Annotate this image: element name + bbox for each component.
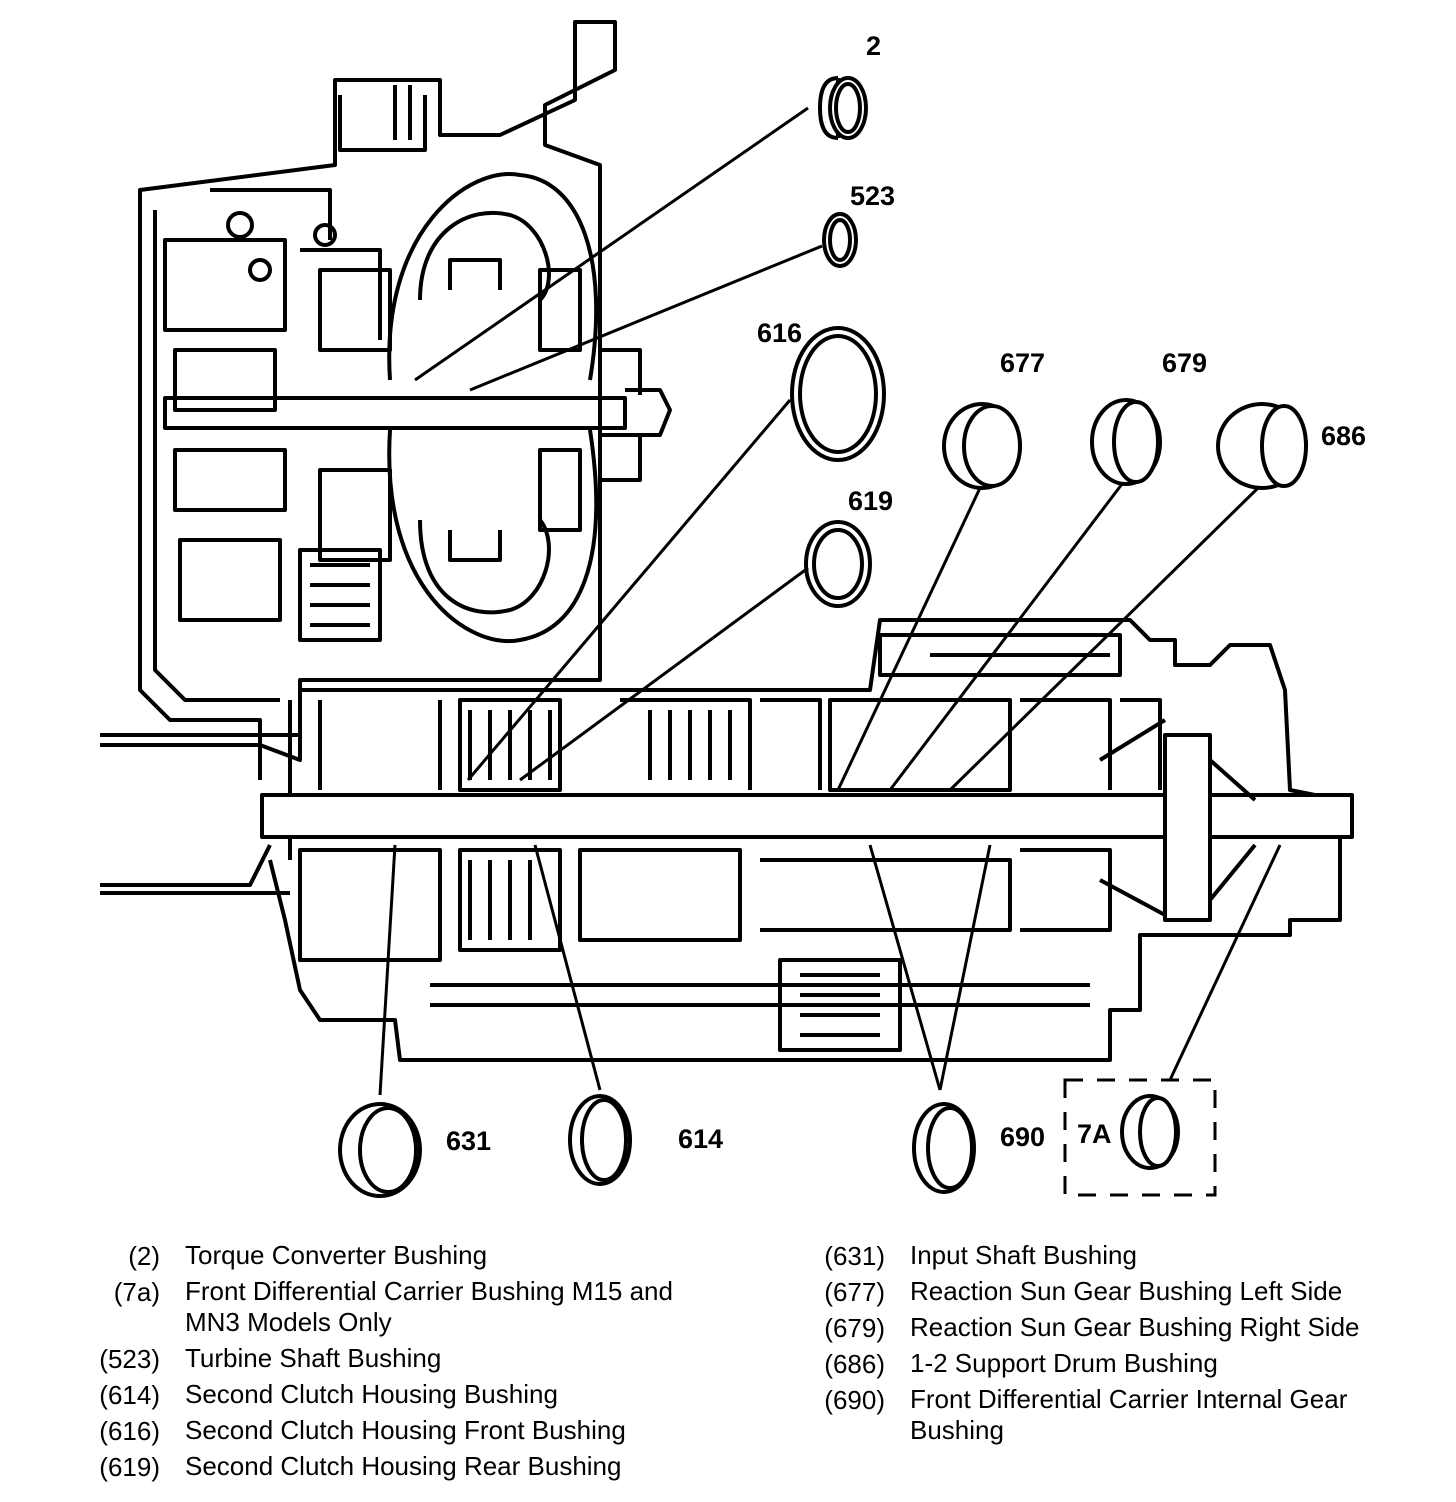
bushing-619 <box>804 520 872 608</box>
callout-690: 690 <box>1000 1122 1045 1152</box>
bushing-690 <box>912 1102 976 1194</box>
callout-7a: 7A <box>1077 1119 1112 1149</box>
legend-item: (619) Second Clutch Housing Rear Bushing <box>60 1449 760 1485</box>
legend-number: (616) <box>99 1416 160 1446</box>
callout-614: 614 <box>678 1124 723 1154</box>
legend-number: (2) <box>128 1241 160 1271</box>
legend-description: Input Shaft Bushing <box>910 1240 1137 1270</box>
legend-item: (677) Reaction Sun Gear Bushing Left Side <box>805 1274 1445 1310</box>
legend-description: Second Clutch Housing Bushing <box>185 1379 558 1409</box>
legend-number: (619) <box>99 1452 160 1482</box>
legend-description: Reaction Sun Gear Bushing Left Side <box>910 1276 1343 1306</box>
bushing-7a-box <box>1063 1078 1217 1197</box>
legend-description: 1-2 Support Drum Bushing <box>910 1348 1218 1378</box>
legend-number: (631) <box>824 1241 885 1271</box>
bushing-523 <box>822 212 858 268</box>
bushing-677 <box>942 402 1022 490</box>
bushing-614 <box>568 1094 632 1186</box>
bushing-679 <box>1090 398 1162 486</box>
legend-item: (614) Second Clutch Housing Bushing <box>60 1377 760 1413</box>
callout-616: 616 <box>757 318 802 348</box>
bushing-7a <box>1120 1094 1180 1170</box>
callout-2: 2 <box>866 31 881 61</box>
callout-631: 631 <box>446 1126 491 1156</box>
legend-description: Front Differential Carrier Bushing M15 a… <box>185 1276 673 1337</box>
legend-item: (631) Input Shaft Bushing <box>805 1238 1445 1274</box>
legend-item: (690) Front Differential Carrier Internal… <box>805 1382 1445 1449</box>
legend-item: (616) Second Clutch Housing Front Bushing <box>60 1413 760 1449</box>
differential-carrier <box>1163 733 1212 922</box>
callout-679: 679 <box>1162 348 1207 378</box>
bushing-616 <box>790 326 886 462</box>
legend-description: Second Clutch Housing Front Bushing <box>185 1415 626 1445</box>
bushing-686 <box>1216 402 1308 490</box>
bushing-631 <box>338 1102 422 1198</box>
legend-right-column: (631) Input Shaft Bushing (677) Reaction S… <box>805 1238 1445 1449</box>
lower-housing-outline <box>268 618 1342 1062</box>
torque-converter-upper <box>387 172 599 381</box>
legend-description: Turbine Shaft Bushing <box>185 1343 442 1373</box>
callout-677: 677 <box>1000 348 1045 378</box>
legend-item: (7a) Front Differential Carrier Bushing M… <box>60 1274 760 1341</box>
legend-description: Reaction Sun Gear Bushing Right Side <box>910 1312 1360 1342</box>
callout-686: 686 <box>1321 421 1366 451</box>
legend-number: (677) <box>824 1277 885 1307</box>
legend-description: Torque Converter Bushing <box>185 1240 488 1270</box>
legend-number: (7a) <box>113 1277 160 1307</box>
torque-converter-lower <box>387 429 599 644</box>
callout-523: 523 <box>850 181 895 211</box>
legend-number: (686) <box>824 1349 885 1379</box>
legend-item: (523) Turbine Shaft Bushing <box>60 1341 760 1377</box>
legend-number: (679) <box>824 1313 885 1343</box>
legend-item: (686) 1-2 Support Drum Bushing <box>805 1346 1445 1382</box>
legend-description: Front Differential Carrier Internal Gear… <box>910 1384 1348 1445</box>
legend-description: Second Clutch Housing Rear Bushing <box>185 1451 622 1481</box>
legend-item: (2) Torque Converter Bushing <box>60 1238 760 1274</box>
legend-item: (679) Reaction Sun Gear Bushing Right Sid… <box>805 1310 1445 1346</box>
upper-housing-outline <box>138 20 617 762</box>
callout-619: 619 <box>848 486 893 516</box>
legend-number: (690) <box>824 1385 885 1415</box>
turbine-shaft <box>163 396 627 430</box>
bushing-2 <box>817 76 868 140</box>
legend-number: (523) <box>99 1344 160 1374</box>
legend-left-column: (2) Torque Converter Bushing (7a) Front Di… <box>60 1238 760 1485</box>
transmission-cross-section-diagram: 2 523 616 677 679 686 619 631 614 690 7A <box>100 20 1366 1198</box>
legend-number: (614) <box>99 1380 160 1410</box>
